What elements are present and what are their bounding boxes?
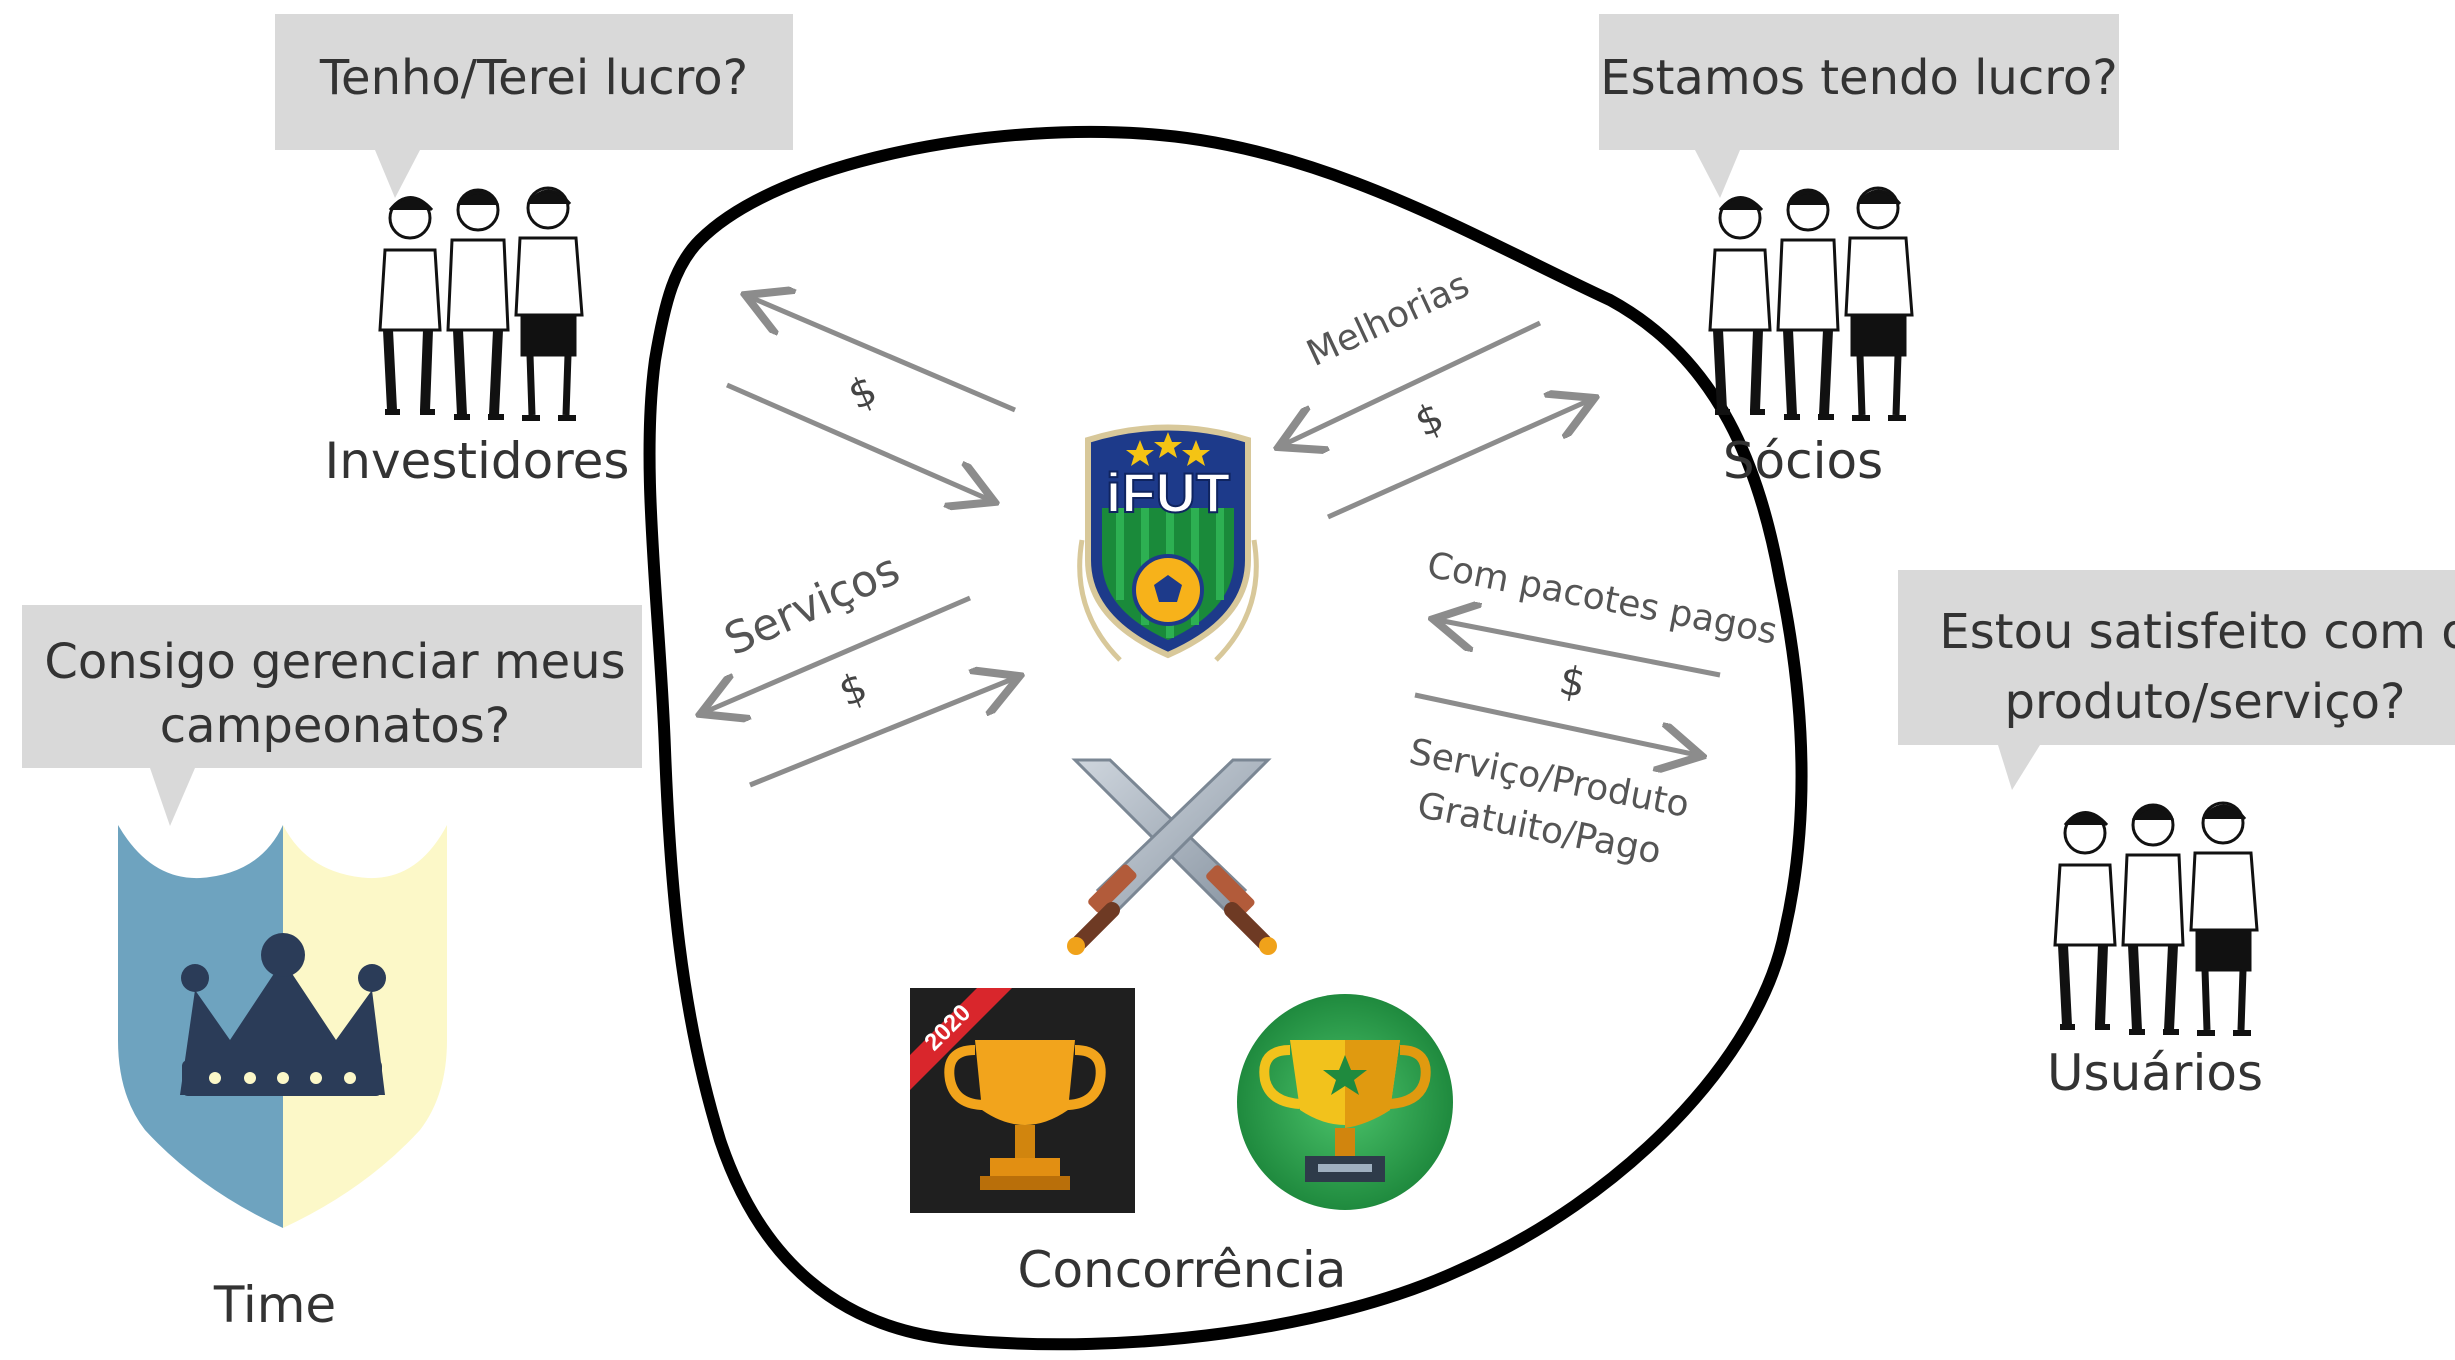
arrow-melhorias — [1283, 320, 1542, 445]
socios-question: Estamos tendo lucro? — [1600, 50, 2118, 106]
ifut-logo: iFUT — [1077, 424, 1259, 662]
investidores-people-illustration — [378, 186, 584, 421]
logo-text: iFUT — [1106, 461, 1230, 524]
usuarios-people-illustration — [2053, 801, 2259, 1036]
investidores-label: Investidores — [325, 432, 630, 490]
arrow-to-usuarios — [1414, 692, 1697, 755]
competitor-app-icon-dark: 2020 — [910, 988, 1135, 1213]
ecosystem-boundary — [643, 125, 1808, 1351]
investidores-dollar-label: $ — [842, 367, 884, 419]
time-label: Time — [213, 1276, 336, 1334]
team-shield-icon — [118, 825, 447, 1228]
usuarios-question-line1: Estou satisfeito com o — [1939, 604, 2455, 660]
servicos-label: Serviços — [717, 544, 907, 666]
crossed-swords-icon — [1067, 758, 1277, 955]
arrow-from-investidores — [725, 382, 990, 500]
soccer-ball-icon — [1132, 554, 1204, 626]
trophy-icon — [1259, 1040, 1431, 1182]
arrow-servicos — [705, 595, 971, 712]
time-bubble: Consigo gerenciar meus campeonatos? — [22, 605, 642, 826]
arrow-from-time — [749, 678, 1015, 788]
time-question-line1: Consigo gerenciar meus — [44, 634, 625, 690]
usuarios-bubble: Estou satisfeito com o produto/serviço? — [1898, 570, 2455, 790]
arrow-to-socios — [1326, 400, 1590, 520]
concorrencia-label: Concorrência — [1018, 1241, 1347, 1299]
com-pacotes-pagos-label: Com pacotes pagos — [1424, 545, 1781, 653]
socios-label: Sócios — [1723, 432, 1883, 490]
usuarios-dollar-label: $ — [1556, 657, 1590, 707]
time-dollar-label: $ — [833, 664, 874, 716]
usuarios-question-line2: produto/serviço? — [2004, 674, 2405, 730]
usuarios-label: Usuários — [2047, 1044, 2263, 1102]
crown-icon — [180, 933, 386, 1096]
investidores-bubble: Tenho/Terei lucro? — [275, 14, 793, 198]
socios-people-illustration — [1708, 186, 1914, 421]
logo-stars-icon — [1126, 432, 1210, 466]
arrow-from-usuarios — [1438, 620, 1721, 678]
socios-bubble: Estamos tendo lucro? — [1599, 14, 2119, 198]
investidores-question: Tenho/Terei lucro? — [319, 50, 748, 106]
arrow-to-investidores — [750, 297, 1016, 413]
socios-dollar-label: $ — [1408, 394, 1451, 446]
melhorias-label: Melhorias — [1301, 264, 1476, 375]
time-question-line2: campeonatos? — [160, 698, 510, 754]
competitor-app-icon-green — [1237, 994, 1453, 1210]
trophy-icon — [944, 1040, 1106, 1190]
relation-arrows — [705, 297, 1721, 788]
